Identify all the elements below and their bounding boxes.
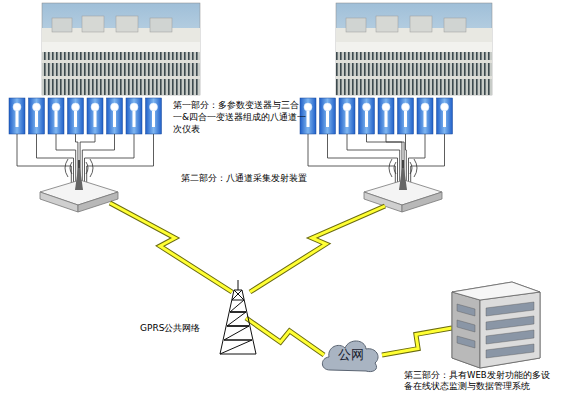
bolt-outline bbox=[382, 328, 452, 355]
transmitter-stem bbox=[16, 111, 19, 127]
transmitter-head bbox=[33, 103, 41, 111]
transmitter-head bbox=[402, 103, 410, 111]
transmitter-head bbox=[363, 103, 371, 111]
transmitter-icon bbox=[107, 98, 123, 134]
transmitter-stem bbox=[326, 111, 329, 127]
transmitter-body bbox=[398, 98, 414, 134]
transmitter-stem bbox=[307, 111, 310, 127]
signal-wire bbox=[367, 134, 402, 183]
transmitter-body bbox=[320, 98, 336, 134]
transmitter-icon bbox=[378, 98, 394, 134]
signal-wire bbox=[85, 134, 135, 183]
signal-wire bbox=[82, 134, 114, 183]
transmitter-head bbox=[421, 103, 429, 111]
transmitter-head bbox=[150, 103, 158, 111]
transmitter-body bbox=[68, 98, 84, 134]
transmitter-icon bbox=[29, 98, 45, 134]
transmitter-icon bbox=[320, 98, 336, 134]
transmitter-icon bbox=[68, 98, 84, 134]
acquisition-transmitter-box bbox=[364, 159, 442, 212]
transmitter-stem bbox=[94, 111, 97, 127]
signal-wire bbox=[37, 134, 74, 183]
transmitter-icon bbox=[339, 98, 355, 134]
signal-wire bbox=[87, 134, 154, 183]
cloud-label: 公网 bbox=[320, 347, 382, 362]
gprs-tower bbox=[216, 280, 260, 356]
transmitter-stem bbox=[443, 111, 446, 127]
transmitter-body bbox=[378, 98, 394, 134]
cooling-tower-photo bbox=[336, 3, 492, 95]
transmitter-head bbox=[52, 103, 60, 111]
part-label: 第一部分：多参数变送器与三合一&四合一变送器组成的八通道一次仪表 bbox=[173, 99, 307, 135]
signal-wire bbox=[17, 134, 71, 183]
transmitter-stem bbox=[346, 111, 349, 127]
transmitter-row bbox=[9, 98, 453, 134]
transmitter-stem bbox=[133, 111, 136, 127]
signal-wire bbox=[56, 134, 76, 183]
gprs-tower-node: GPRS公共网络 bbox=[140, 280, 260, 356]
network-label: GPRS公共网络 bbox=[140, 322, 200, 334]
wireless-link bbox=[110, 203, 385, 292]
transmitter-body bbox=[29, 98, 45, 134]
transmitter-icon bbox=[87, 98, 103, 134]
transmitter-head bbox=[304, 103, 312, 111]
server-building bbox=[400, 278, 550, 368]
transmitter-head bbox=[91, 103, 99, 111]
transmitter-stem bbox=[424, 111, 427, 127]
bolt-fill bbox=[246, 318, 324, 355]
wireless-link bbox=[246, 318, 324, 355]
transmitter-icon bbox=[48, 98, 64, 134]
transmitter-body bbox=[437, 98, 453, 134]
signal-wire bbox=[308, 134, 395, 183]
transmitter-icon bbox=[398, 98, 414, 134]
transmitter-stem bbox=[385, 111, 388, 127]
transmitter-stem bbox=[35, 111, 38, 127]
transmitter-icon bbox=[126, 98, 142, 134]
transmitter-icon bbox=[146, 98, 162, 134]
signal-wires bbox=[17, 134, 445, 183]
transmitter-head bbox=[382, 103, 390, 111]
cooling-tower-photo bbox=[42, 3, 200, 95]
system-caption: 第三部分：具有WEB发射功能的多设备在线状态监测与数据管理系统 bbox=[404, 370, 550, 392]
transmitter-icon bbox=[417, 98, 433, 134]
transmitter-head bbox=[130, 103, 138, 111]
transmitter-icon bbox=[437, 98, 453, 134]
signal-wire bbox=[405, 134, 407, 183]
transmitter-stem bbox=[55, 111, 58, 127]
transmitter-head bbox=[343, 103, 351, 111]
bolt-outline bbox=[246, 318, 324, 355]
transmitter-body bbox=[107, 98, 123, 134]
transmitter-stem bbox=[74, 111, 77, 127]
transmitter-head bbox=[13, 103, 21, 111]
wireless-link bbox=[382, 328, 452, 355]
transmitter-body bbox=[48, 98, 64, 134]
acquisition-transmitter-box bbox=[40, 159, 118, 212]
transmitter-body bbox=[417, 98, 433, 134]
transmitter-stem bbox=[152, 111, 155, 127]
transmitter-head bbox=[111, 103, 119, 111]
signal-wire bbox=[347, 134, 400, 183]
transmitter-stem bbox=[365, 111, 368, 127]
transmitter-body bbox=[146, 98, 162, 134]
transmitter-head bbox=[441, 103, 449, 111]
transmitter-icon bbox=[9, 98, 25, 134]
transmitter-body bbox=[126, 98, 142, 134]
part-label: 第二部分：八通道采集发射装置 bbox=[181, 172, 331, 184]
transmitter-head bbox=[324, 103, 332, 111]
transmitter-stem bbox=[113, 111, 116, 127]
signal-wire bbox=[411, 134, 445, 183]
transmitter-body bbox=[359, 98, 375, 134]
signal-wire bbox=[328, 134, 398, 183]
transmitter-icon bbox=[359, 98, 375, 134]
transmitter-stem bbox=[404, 111, 407, 127]
transmitter-head bbox=[72, 103, 80, 111]
transmitter-body bbox=[339, 98, 355, 134]
server-node: 第三部分：具有WEB发射功能的多设备在线状态监测与数据管理系统 bbox=[400, 278, 550, 396]
transmitter-body bbox=[9, 98, 25, 134]
transmitter-body bbox=[87, 98, 103, 134]
bolt-fill bbox=[382, 328, 452, 355]
cloud-node: 公网 bbox=[320, 336, 382, 374]
